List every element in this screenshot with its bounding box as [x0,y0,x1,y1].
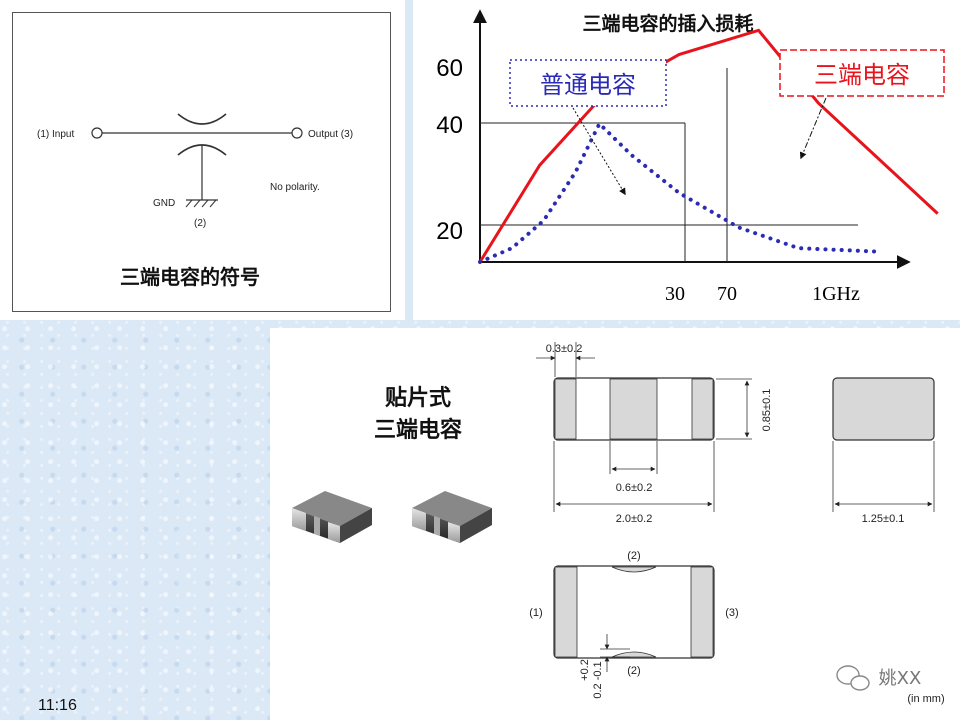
pin-left-label: (1) [529,607,542,619]
gnd-label: GND [153,198,175,209]
symbol-frame [12,12,391,312]
y-tick-label-60: 60 [436,55,463,82]
ground-hatch-2 [193,199,201,208]
side-electrode-center [609,378,658,440]
series-line-three-terminal [478,28,939,263]
x-tick-label-1ghz: 1GHz [812,283,860,305]
top-electrode-left [554,566,578,658]
chip-end-view [832,377,935,441]
series-line-ordinary [478,120,880,264]
chip-photo-1 [292,491,372,543]
y-tick-label-40: 40 [436,112,463,139]
dim-width: 1.25±0.1 [862,513,905,525]
insertion-loss-chart: 三端电容的插入损耗 20 40 60 30 70 1GHz 普通电容 三端电容 [436,9,945,305]
dim-gap-base: 0.2 -0.1 [592,661,604,698]
dim-length: 2.0±0.2 [616,513,653,525]
top-electrode-right [690,566,714,658]
capacitor-symbol-diagram: (1) Input Output (3) GND (2) No polarity… [37,113,353,289]
gnd-pin-label: (2) [194,218,206,229]
capacitor-plate-top [177,113,227,125]
dim-gap-plus: +0.2 [579,659,591,681]
legend-label-ordinary: 普通电容 [540,71,636,99]
smd-capacitor-panel: 贴片式 三端电容 0.3±0.2 [270,328,960,720]
chart-title: 三端电容的插入损耗 [582,12,753,35]
symbol-title: 三端电容的符号 [120,265,260,289]
smd-capacitor-drawing: 贴片式 三端电容 0.3±0.2 [292,342,945,705]
legend-box-three-terminal [779,49,945,97]
unit-label: (in mm) [907,693,944,705]
dim-electrode: 0.3±0.2 [546,343,583,355]
input-label: (1) Input [37,129,74,140]
ground-hatch-3 [201,199,209,208]
x-tick-label-70: 70 [717,283,737,305]
ground-hatch-4 [209,199,217,208]
smd-title-line2: 三端电容 [374,417,462,443]
symbol-panel: (1) Input Output (3) GND (2) No polarity… [0,0,405,320]
pin-top-label: (2) [627,550,640,562]
dim-height: 0.85±0.1 [761,389,773,432]
side-electrode-right [691,378,714,440]
output-label: Output (3) [308,129,353,140]
y-tick-label-20: 20 [436,218,463,245]
ground-hatch-1 [185,199,193,208]
pointer-three-terminal [799,97,827,160]
legend-label-three-terminal: 三端电容 [814,61,910,89]
pointer-ordinary [572,107,626,196]
clock-readout: 11:16 [38,697,77,714]
wechat-icon [836,665,870,691]
top-electrode-gnd-lower [611,651,657,658]
no-polarity-note: No polarity. [270,182,320,193]
pin-right-label: (3) [725,607,738,619]
pin-bottom-label: (2) [627,665,640,677]
input-terminal [91,127,103,139]
output-terminal [291,127,303,139]
watermark-text: 姚XX [879,668,922,689]
top-electrode-gnd-upper [611,566,657,573]
series-layer [478,28,939,264]
chip-photo-2 [412,491,492,543]
x-tick-label-30: 30 [665,283,685,305]
legend-box-ordinary [509,59,667,107]
side-electrode-left [554,378,577,440]
insertion-loss-chart-panel: 三端电容的插入损耗 20 40 60 30 70 1GHz 普通电容 三端电容 [413,0,960,320]
dim-center: 0.6±0.2 [616,482,653,494]
smd-title-line1: 贴片式 [385,385,451,411]
chip-top-view [553,565,715,659]
